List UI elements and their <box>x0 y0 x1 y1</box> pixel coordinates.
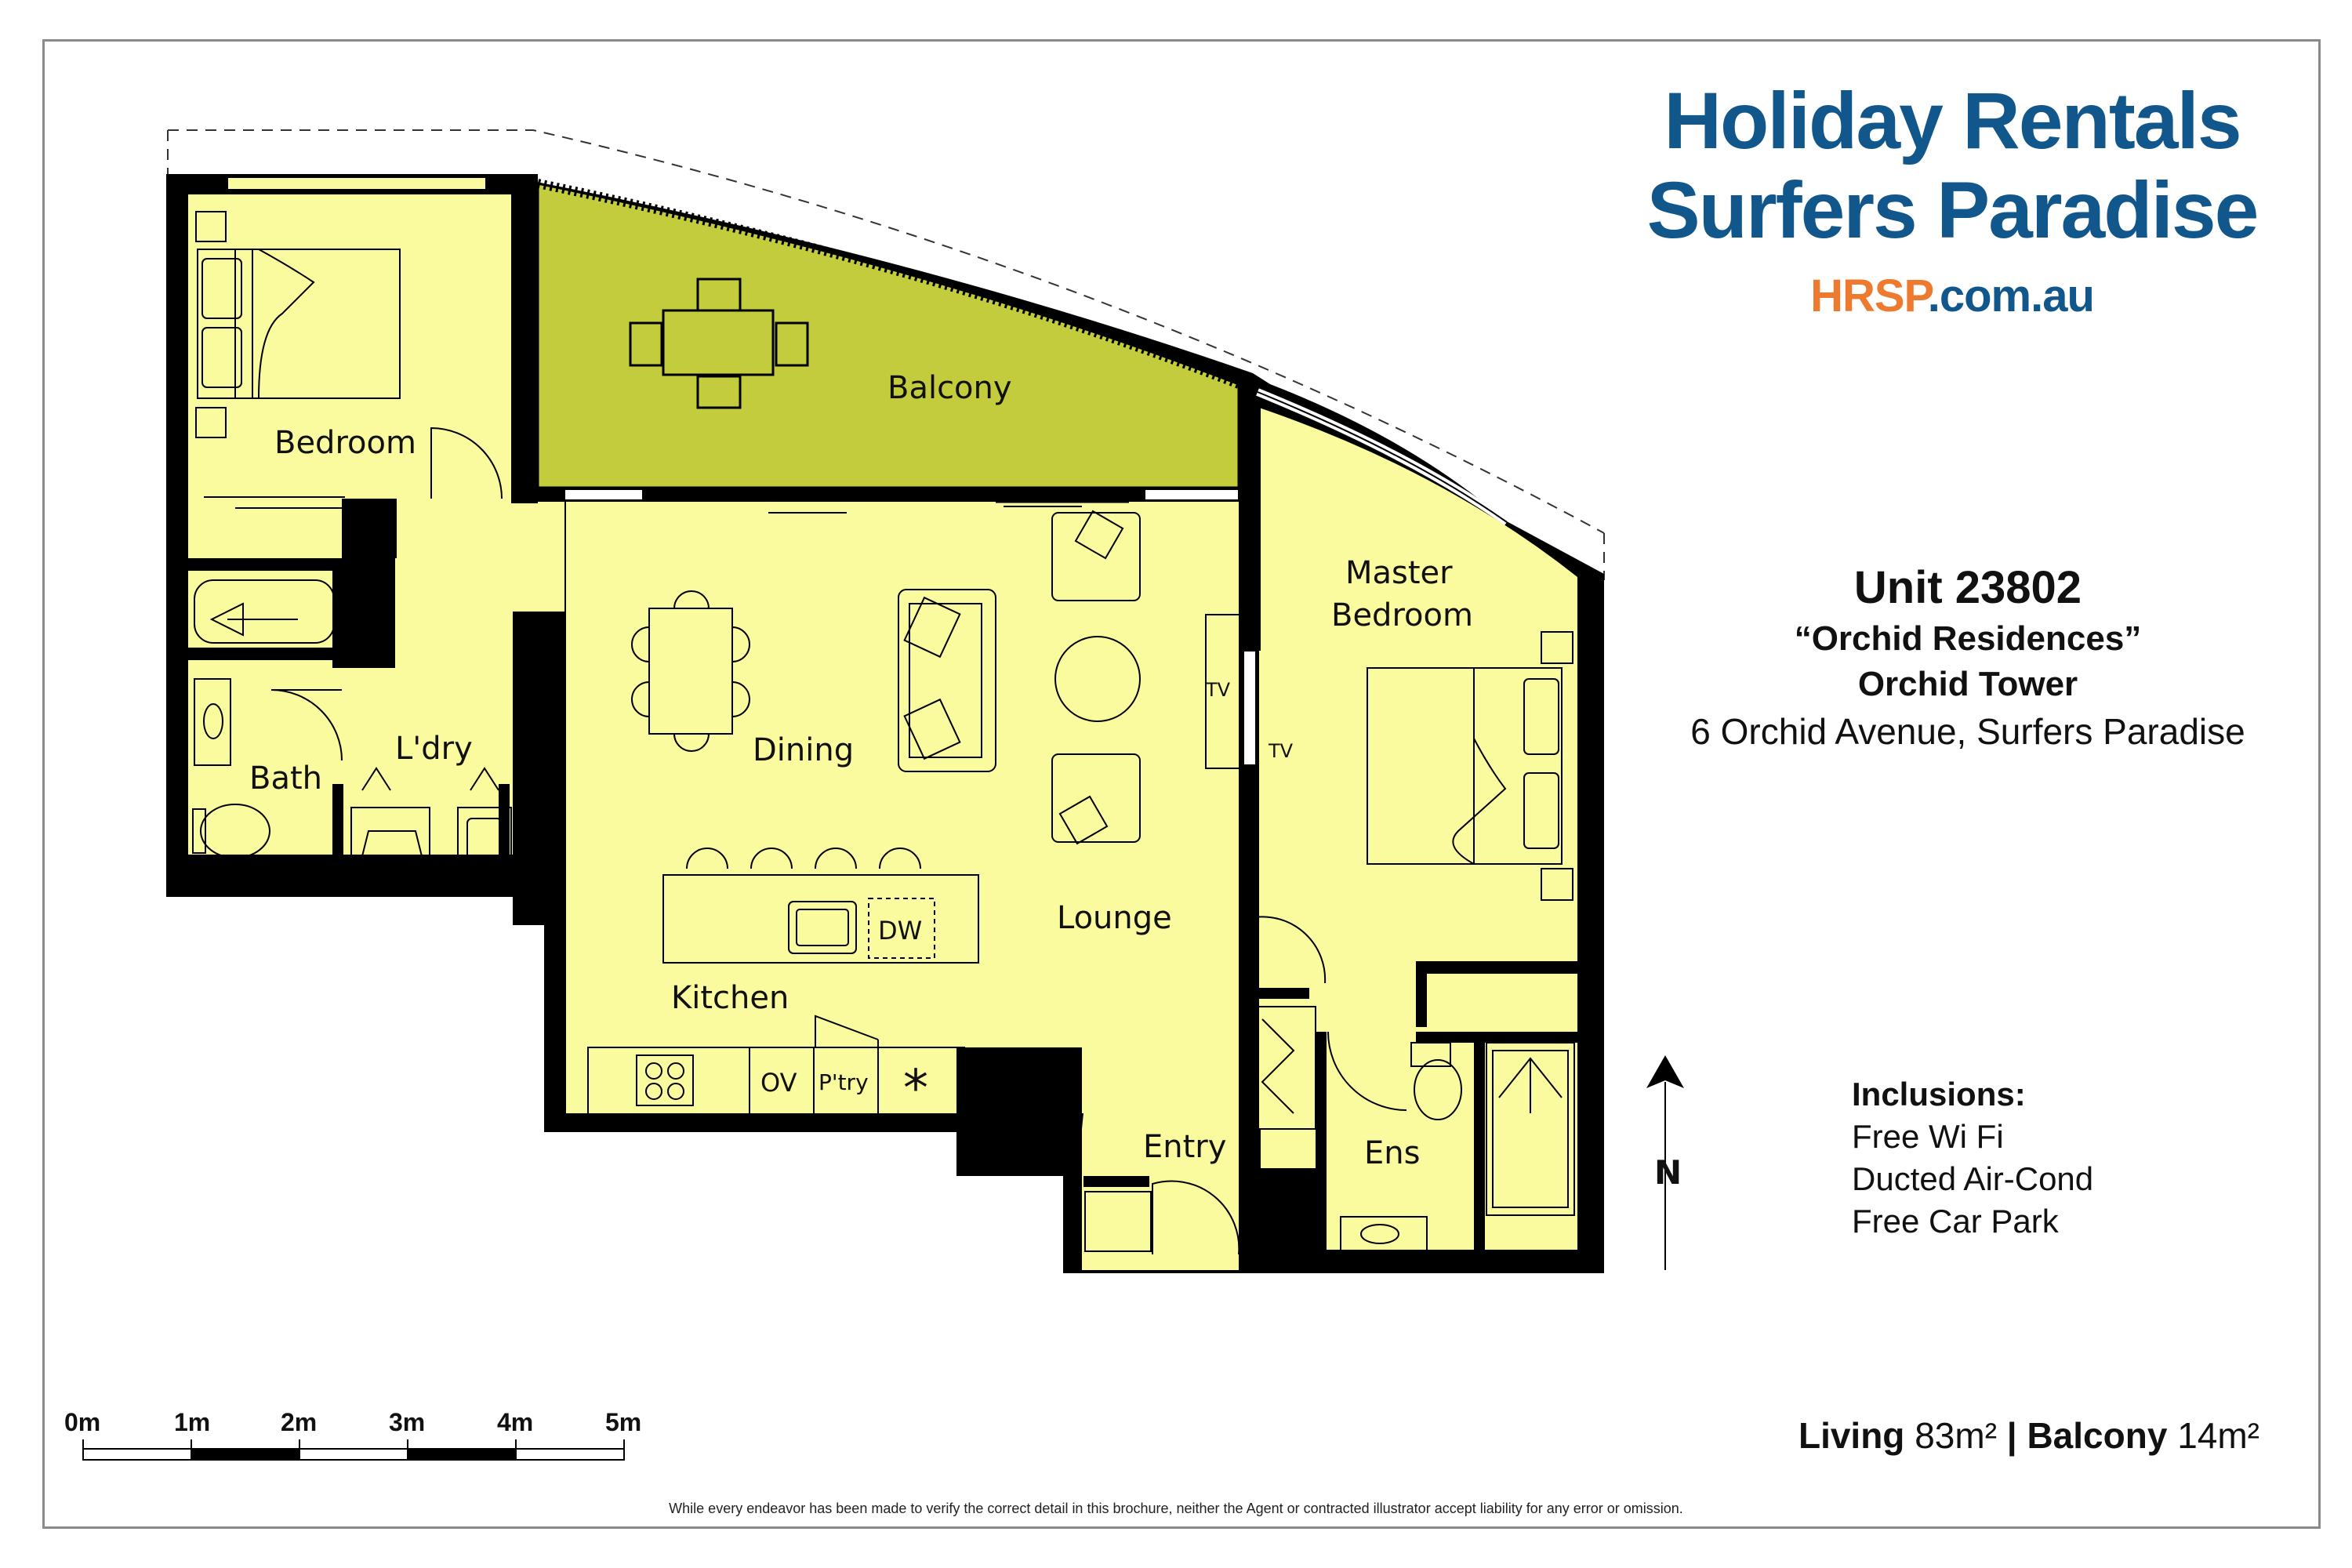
scale-tick-label: 4m <box>497 1408 534 1436</box>
scale-tick-label: 0m <box>64 1408 101 1436</box>
residence-name: “Orchid Residences” <box>1794 619 2142 658</box>
inclusion-item: Free Wi Fi <box>1852 1118 2004 1155</box>
room-label-dining: Dining <box>753 732 854 768</box>
compass-label: N <box>1654 1153 1682 1192</box>
room-label-entry: Entry <box>1143 1129 1226 1165</box>
brand-line-1: Holiday Rentals <box>1664 76 2241 165</box>
dishwasher-label: DW <box>878 916 922 946</box>
room-label-kitchen: Kitchen <box>671 980 789 1016</box>
inclusion-item: Ducted Air-Cond <box>1852 1160 2094 1197</box>
balcony-label: Balcony <box>2027 1415 2168 1456</box>
balcony-dashed-outline <box>168 129 1605 534</box>
page-border <box>42 39 2321 1529</box>
brand-line-2: Surfers Paradise <box>1646 165 2259 255</box>
room-label-balcony: Balcony <box>887 370 1012 406</box>
scale-tick-label: 3m <box>389 1408 426 1436</box>
area-separator: | <box>2006 1415 2017 1456</box>
area-summary: Living 83m² | Balcony 14m² <box>1798 1414 2259 1457</box>
fridge-icon: * <box>903 1060 928 1118</box>
room-label-master-2: Bedroom <box>1331 597 1473 633</box>
scale-bar <box>82 1439 625 1461</box>
room-label-ensuite: Ens <box>1364 1135 1420 1171</box>
unit-number: Unit 23802 <box>1853 562 2082 613</box>
brand-website: HRSP.com.au <box>1615 270 2289 322</box>
scale-tick-label: 1m <box>174 1408 211 1436</box>
scale-tick-label: 5m <box>605 1408 642 1436</box>
pantry-label: P'try <box>818 1069 869 1095</box>
north-arrow-icon <box>1646 1055 1684 1270</box>
room-label-lounge: Lounge <box>1057 900 1172 936</box>
scale-tick-label: 2m <box>281 1408 318 1436</box>
property-address: 6 Orchid Avenue, Surfers Paradise <box>1690 711 2245 752</box>
website-part-2: .com.au <box>1927 270 2095 321</box>
oven-label: OV <box>760 1068 797 1098</box>
tv-label-master: TV <box>1268 740 1294 762</box>
tv-label-lounge: TV <box>1205 679 1231 701</box>
inclusion-item: Free Car Park <box>1852 1203 2059 1240</box>
tower-name: Orchid Tower <box>1857 665 2078 703</box>
inclusions-heading: Inclusions: <box>1852 1076 2026 1112</box>
living-label: Living <box>1798 1415 1905 1456</box>
living-value: 83m² <box>1915 1415 1998 1456</box>
room-label-bedroom: Bedroom <box>274 425 416 461</box>
room-label-master-1: Master <box>1345 555 1453 591</box>
room-label-laundry: L'dry <box>395 731 473 767</box>
room-label-bath: Bath <box>249 760 322 797</box>
website-part-1: HRSP <box>1810 270 1929 321</box>
disclaimer: While every endeavor has been made to ve… <box>669 1501 1683 1516</box>
balcony-value: 14m² <box>2177 1415 2259 1456</box>
